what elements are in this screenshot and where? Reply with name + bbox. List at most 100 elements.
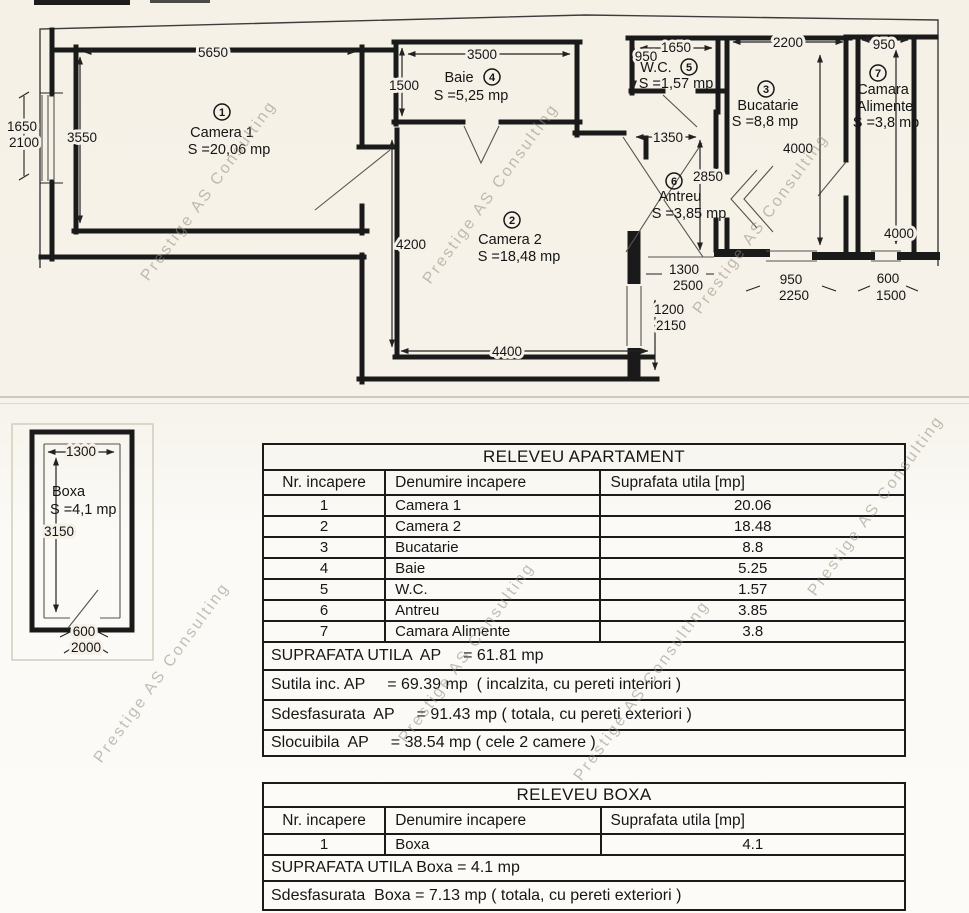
header-nr-incapere: Nr. incapere: [261, 806, 387, 835]
room-area-camara: S =3,8 mp: [853, 115, 920, 131]
room-number-antreu: 6: [671, 176, 677, 188]
table-header-row: Nr. incapere Denumire incapere Suprafata…: [261, 469, 906, 496]
boxa-dim-door-a: 600: [73, 624, 96, 639]
boxa-walls: [29, 429, 135, 633]
summary-sdesfasurata-boxa: Sdesfasurata Boxa = 7.13 mp ( totala, cu…: [262, 880, 906, 911]
summary-suprafata-boxa: SUPRAFATA UTILA Boxa = 4.1 mp: [262, 854, 906, 882]
room-area-camera1: S =20,06 mp: [188, 142, 271, 158]
room-name-camera2: Camera 2: [478, 232, 542, 248]
boxa-dim-left: 3150: [44, 524, 74, 539]
room-name2-camara: Alimente: [857, 99, 913, 115]
header-suprafata: Suprafata utila [mp]: [599, 806, 907, 835]
table-header-row: Nr. incapere Denumire incapere Suprafata…: [261, 806, 907, 835]
cell-nr: 3: [261, 536, 387, 559]
apartment-floor-plan: 5650 3550 1650 2100 3500 1500 1650 950 1…: [4, 0, 940, 385]
room-name-wc: W.C.: [640, 60, 671, 76]
room-area-wc: S =1,57 mp: [639, 76, 714, 92]
table-title-row: RELEVEU BOXA: [262, 782, 906, 808]
dim-antreu-height: 2850: [693, 169, 723, 184]
cell-name: Bucatarie: [384, 536, 602, 559]
dim-balcony-c: 1200: [654, 302, 684, 317]
room-name-baie: Baie: [444, 70, 473, 86]
room-number-baie: 4: [489, 72, 496, 84]
room-name-camara: Camara: [857, 82, 910, 98]
dim-door-buc-a: 950: [780, 272, 803, 287]
header-nr-incapere: Nr. incapere: [261, 469, 387, 496]
header-denumire: Denumire incapere: [384, 806, 602, 835]
table-row: 6 Antreu 3.85: [261, 599, 906, 622]
boxa-dimension-lines: [47, 449, 115, 654]
boxa-dim-top: 1300: [66, 444, 96, 459]
cell-nr: 4: [261, 557, 387, 580]
dim-top-camera1: 5650: [198, 45, 228, 60]
room-number-camara: 7: [875, 68, 881, 80]
dim-left-camera2: 4200: [396, 237, 426, 252]
summary-suprafata-utila: SUPRAFATA UTILA AP = 61.81 mp: [262, 641, 906, 671]
cell-name: Camera 2: [384, 515, 602, 538]
dim-left-baie: 1500: [389, 78, 419, 93]
outer-boundary: [39, 14, 939, 268]
table-title-row: RELEVEU APARTAMENT: [262, 443, 906, 471]
dim-left-camera1: 3550: [67, 130, 97, 145]
dim-door-cam-a: 600: [877, 271, 900, 286]
table-row: 3 Bucatarie 8.8: [261, 536, 906, 559]
room-name-camera1: Camera 1: [190, 125, 254, 141]
cell-name: Antreu: [384, 599, 602, 622]
summary-sdesfasurata: Sdesfasurata AP = 91.43 mp ( totala, cu …: [262, 699, 906, 731]
dim-bucatarie-h: 4000: [783, 141, 813, 156]
header-suprafata: Suprafata utila [mp]: [599, 469, 906, 496]
dim-camara-h: 4000: [884, 226, 914, 241]
dim-top-bucatarie: 2200: [773, 35, 803, 50]
dimension-lines: [18, 37, 919, 371]
cell-area: 8.8: [599, 536, 906, 559]
dimension-labels: 5650 3550 1650 2100 3500 1500 1650 950 1…: [4, 32, 917, 362]
cell-area: 20.06: [599, 494, 906, 517]
releveu-boxa-table: RELEVEU BOXA Nr. incapere Denumire incap…: [261, 782, 907, 911]
dim-top-wc: 1650: [661, 40, 691, 55]
room-number-bucatarie: 3: [763, 84, 769, 96]
room-name-bucatarie: Bucatarie: [737, 98, 798, 114]
summary-row: Sdesfasurata AP = 91.43 mp ( totala, cu …: [262, 699, 906, 731]
boxa-dim-door-b: 2000: [71, 640, 101, 655]
releveu-apartament-table: RELEVEU APARTAMENT Nr. incapere Denumire…: [261, 443, 906, 757]
cell-name: Camara Alimente: [384, 620, 602, 643]
room-number-camera1: 1: [219, 107, 225, 119]
cell-nr: 1: [261, 833, 387, 856]
room-area-camera2: S =18,48 mp: [478, 249, 561, 265]
table-row: 2 Camera 2 18.48: [261, 515, 906, 538]
cell-name: W.C.: [384, 578, 602, 601]
cell-nr: 7: [261, 620, 387, 643]
cell-nr: 1: [261, 494, 387, 517]
dim-balcony-b: 2500: [673, 278, 703, 293]
cell-name: Camera 1: [384, 494, 602, 517]
room-area-baie: S =5,25 mp: [434, 88, 509, 104]
table-row: 5 W.C. 1.57: [261, 578, 906, 601]
dim-bottom-camera2: 4400: [492, 344, 522, 359]
cell-area: 5.25: [599, 557, 906, 580]
summary-slocuibila: Slocuibila AP = 38.54 mp ( cele 2 camere…: [262, 729, 906, 757]
summary-row: Sdesfasurata Boxa = 7.13 mp ( totala, cu…: [262, 880, 906, 911]
dim-balcony-d: 2150: [656, 318, 686, 333]
room-name-antreu: Antreu: [659, 189, 702, 205]
dim-left-wc: 950: [635, 49, 658, 64]
summary-row: SUPRAFATA UTILA AP = 61.81 mp: [262, 641, 906, 671]
summary-row: Sutila inc. AP = 69.39 mp ( incalzita, c…: [262, 669, 906, 701]
table-row: 1 Boxa 4.1: [261, 833, 907, 856]
cell-nr: 6: [261, 599, 387, 622]
apartment-table-title: RELEVEU APARTAMENT: [262, 443, 906, 471]
room-area-antreu: S =3,85 mp: [652, 206, 727, 222]
cell-area: 1.57: [599, 578, 906, 601]
header-denumire: Denumire incapere: [384, 469, 602, 496]
dim-balcony-a: 1300: [669, 262, 699, 277]
summary-row: SUPRAFATA UTILA Boxa = 4.1 mp: [262, 854, 906, 882]
boxa-room-area: S =4,1 mp: [50, 502, 117, 518]
room-number-camera2: 2: [509, 215, 515, 227]
cell-name: Boxa: [384, 833, 602, 856]
dim-door-cam-b: 1500: [876, 288, 906, 303]
dim-top-baie: 3500: [467, 47, 497, 62]
walls: [38, 27, 940, 385]
room-labels: 1 Camera 1 S =20,06 mp 2 Camera 2 S =18,…: [188, 58, 920, 265]
cell-area: 4.1: [599, 833, 907, 856]
dim-window-a: 1650: [7, 119, 37, 134]
